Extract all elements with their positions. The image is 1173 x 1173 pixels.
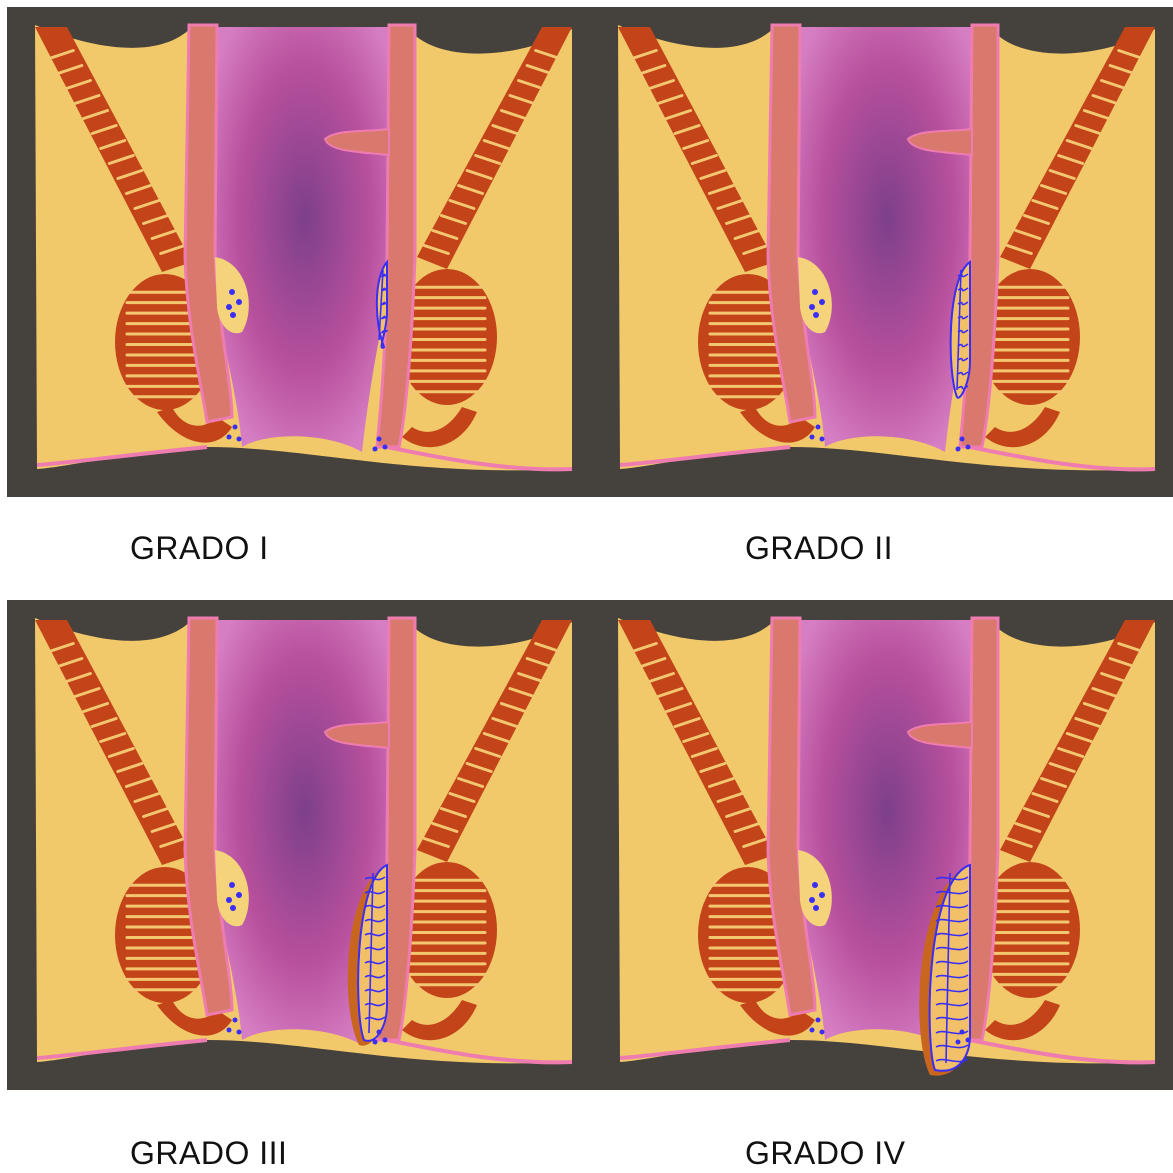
vessel-dot [236, 299, 242, 305]
vessel-dot [813, 312, 819, 318]
rectal-mucosa [795, 27, 980, 452]
vessel-dot [810, 1028, 815, 1033]
vessel-dot [809, 304, 815, 310]
vessel-dot [230, 905, 236, 911]
vessel-dot [237, 1030, 242, 1035]
vessel-dot [809, 897, 815, 903]
vessel-dot [816, 425, 821, 430]
vessel-dot [236, 892, 242, 898]
vessel-dot [966, 1038, 971, 1043]
vessel-dot [813, 905, 819, 911]
vessel-dot [230, 312, 236, 318]
vessel-dot [237, 437, 242, 442]
vessel-dot [956, 1040, 961, 1045]
vessel-dot [227, 1028, 232, 1033]
caption-grado-2: GRADO II [745, 530, 893, 567]
vessel-dot [816, 1018, 821, 1023]
anatomy-illustration [7, 600, 591, 1090]
anatomy-illustration [7, 7, 591, 497]
vessel-dot [810, 435, 815, 440]
vessel-dot [383, 1038, 388, 1043]
vessel-dot [960, 437, 965, 442]
vessel-dot [233, 425, 238, 430]
panel-grado-4 [590, 600, 1173, 1090]
vessel-dot [960, 1030, 965, 1035]
vessel-dot [812, 289, 818, 295]
anatomy-illustration [590, 600, 1173, 1090]
caption-grado-1: GRADO I [130, 530, 269, 567]
vessel-dot [820, 1030, 825, 1035]
vessel-dot [226, 304, 232, 310]
panel-grado-3 [7, 600, 591, 1090]
caption-grado-3: GRADO III [130, 1135, 287, 1172]
vessel-dot [820, 437, 825, 442]
vessel-dot [373, 1040, 378, 1045]
anatomy-illustration [590, 7, 1173, 497]
vessel-dot [227, 435, 232, 440]
vessel-dot [226, 897, 232, 903]
vessel-dot [966, 445, 971, 450]
vessel-dot [229, 289, 235, 295]
panel-grado-1 [7, 7, 591, 497]
vessel-dot [812, 882, 818, 888]
rectal-mucosa [212, 27, 397, 452]
caption-grado-4: GRADO IV [745, 1135, 905, 1172]
vessel-dot [377, 1030, 382, 1035]
vessel-dot [819, 299, 825, 305]
vessel-dot [377, 437, 382, 442]
vessel-dot [819, 892, 825, 898]
vessel-dot [383, 445, 388, 450]
vessel-dot [373, 447, 378, 452]
panel-grado-2 [590, 7, 1173, 497]
vessel-dot [233, 1018, 238, 1023]
vessel-dot [229, 882, 235, 888]
vessel-dot [956, 447, 961, 452]
